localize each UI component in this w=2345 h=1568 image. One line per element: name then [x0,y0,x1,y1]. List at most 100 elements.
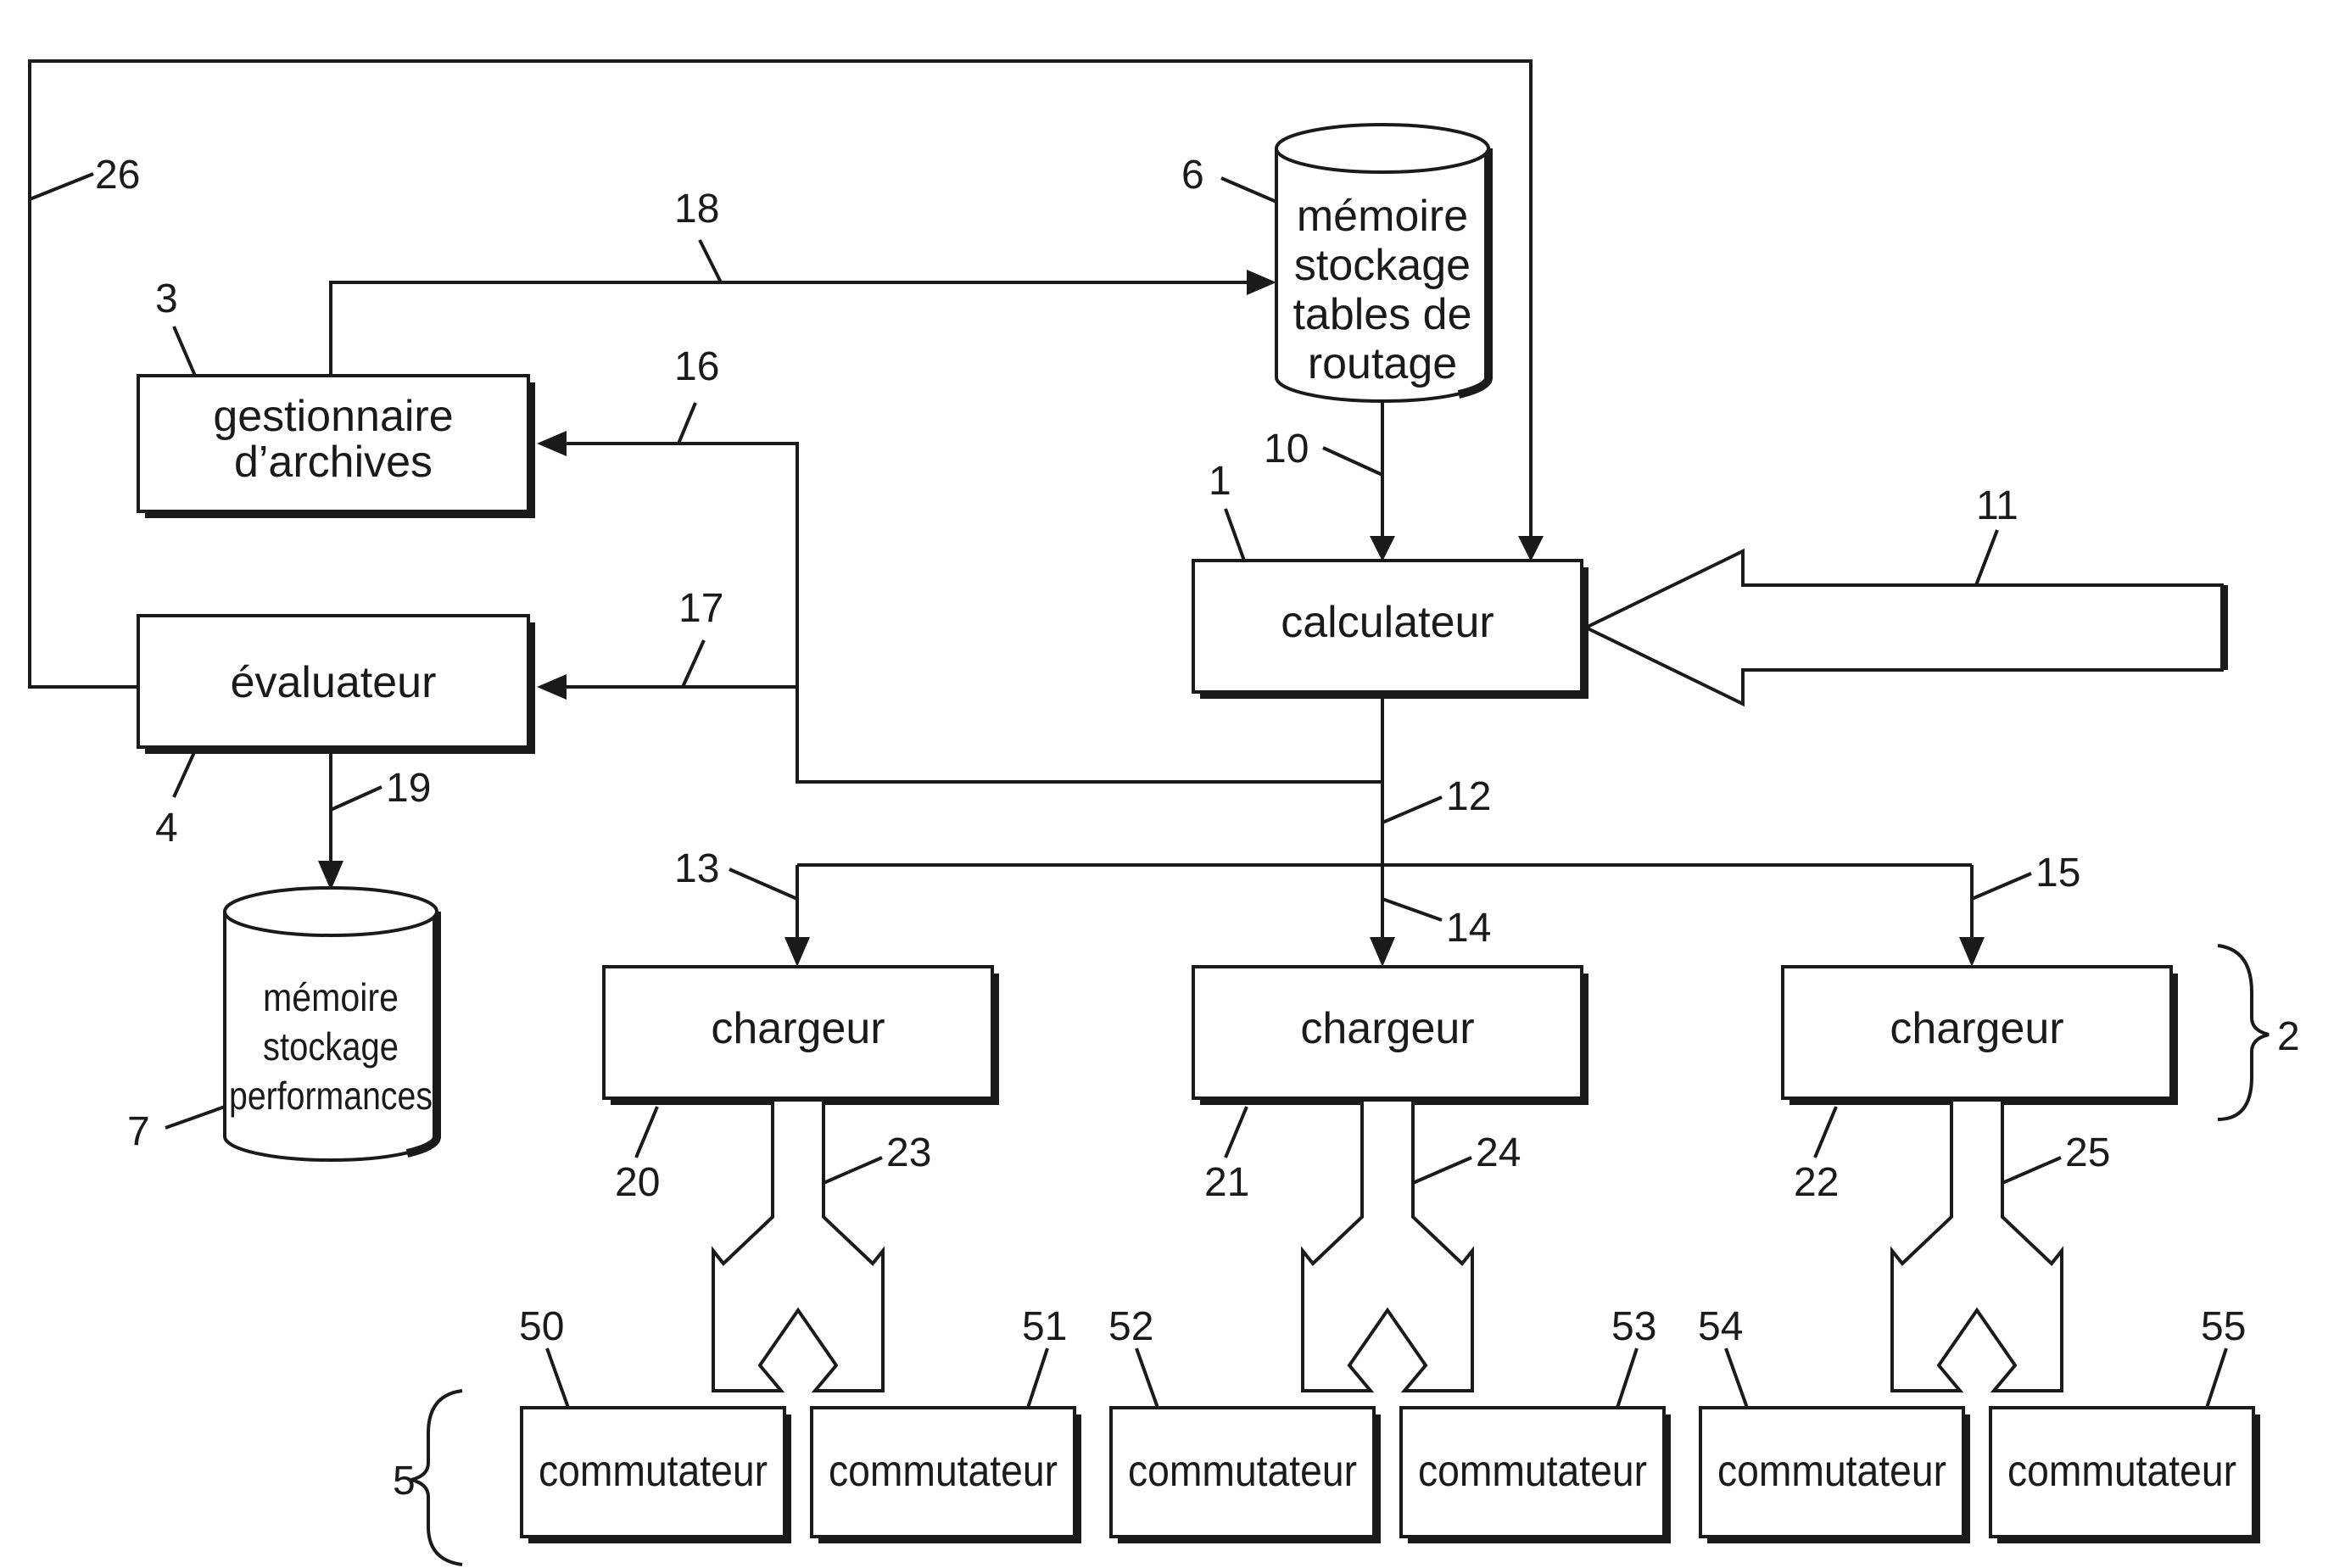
performance-memory-line3: performances [229,1074,433,1118]
arrowhead-10 [1370,536,1395,561]
fork-arrow-24 [1303,1100,1472,1391]
commutateur-51-label: commutateur [829,1447,1058,1496]
ref-26: 26 [95,153,140,198]
leader-55 [2207,1348,2226,1408]
ref-2: 2 [2277,1014,2300,1059]
performance-memory-line1: mémoire [263,975,399,1019]
routing-memory-line4: routage [1308,339,1457,388]
leader-20 [636,1107,657,1158]
leader-11 [1976,530,1997,585]
gestionnaire-label-line1: gestionnaire [213,392,453,441]
commutateur-55-label: commutateur [2007,1447,2236,1496]
commutateur-55: commutateur [1990,1408,2260,1543]
leader-24 [1413,1158,1471,1183]
commutateur-53: commutateur [1401,1408,1671,1543]
arrowhead-14 [1370,937,1395,967]
input-arrow-11 [1586,551,2222,704]
ref-12: 12 [1446,774,1491,819]
ref-10: 10 [1264,427,1309,472]
leader-17 [683,640,704,687]
commutateur-51: commutateur [812,1408,1081,1543]
link-line-18 [331,282,1255,377]
arrowhead-19 [318,861,343,890]
leader-23 [824,1158,882,1183]
leader-22 [1815,1107,1836,1158]
fork-arrow-25 [1892,1100,2062,1391]
arrowhead-16 [537,431,567,456]
leader-53 [1617,1348,1637,1408]
leader-52 [1136,1348,1158,1408]
leader-25 [2002,1158,2061,1183]
routing-memory-line3: tables de [1293,290,1471,339]
leader-3 [174,326,195,376]
fork-arrow-23 [713,1100,883,1391]
ref-15: 15 [2035,851,2080,896]
ref-51: 51 [1022,1304,1067,1349]
ref-54: 54 [1698,1304,1743,1349]
leader-19 [331,787,382,810]
chargeur-20-label: chargeur [711,1004,885,1053]
leader-51 [1028,1348,1047,1408]
ref-20: 20 [615,1160,660,1205]
commutateur-54: commutateur [1700,1408,1970,1543]
leader-54 [1726,1348,1747,1408]
routing-memory-cylinder: mémoire stockage tables de routage [1276,125,1488,401]
leader-16 [678,403,695,444]
chargeur-22-label: chargeur [1890,1004,2063,1053]
ref-17: 17 [678,586,723,631]
leader-26 [30,174,93,199]
leader-12 [1382,797,1442,823]
leader-4 [174,751,195,797]
ref-3: 3 [155,276,178,321]
ref-4: 4 [155,806,178,851]
ref-5: 5 [393,1459,416,1504]
ref-53: 53 [1611,1304,1656,1349]
ref-19: 19 [386,766,431,811]
commutateur-53-label: commutateur [1418,1447,1647,1496]
ref-6: 6 [1181,153,1204,198]
arrowhead-13 [784,937,810,967]
ref-55: 55 [2201,1304,2246,1349]
leader-13 [729,869,797,899]
leader-21 [1226,1107,1247,1158]
ref-18: 18 [674,187,719,232]
ref-50: 50 [519,1304,564,1349]
leader-7 [165,1107,225,1128]
arrowhead-15 [1959,937,1985,967]
ref-1: 1 [1209,459,1231,504]
arrowhead-18 [1247,270,1276,295]
ref-22: 22 [1794,1160,1839,1205]
commutateur-54-label: commutateur [1717,1447,1946,1496]
leader-10 [1323,448,1382,475]
ref-52: 52 [1108,1304,1153,1349]
ref-14: 14 [1446,906,1491,951]
leader-18 [700,240,721,282]
commutateurs-brace [411,1391,462,1565]
leader-1 [1226,509,1244,561]
leader-15 [1972,873,2031,899]
ref-23: 23 [886,1130,931,1175]
calculateur-label: calculateur [1281,598,1494,647]
chargeur-21-label: chargeur [1300,1004,1474,1053]
arrowhead-17 [537,674,567,700]
gestionnaire-label-line2: d’archives [234,438,433,487]
performance-memory-cylinder: mémoire stockage performances [225,888,437,1160]
commutateur-52-label: commutateur [1128,1447,1357,1496]
leader-14 [1382,899,1442,920]
ref-13: 13 [674,846,719,891]
ref-11: 11 [1976,483,2018,528]
routing-memory-line1: mémoire [1297,192,1468,241]
chargeurs-brace [2218,946,2269,1119]
feedback-arrowhead [1518,536,1544,561]
evaluateur-label: évaluateur [231,658,437,707]
commutateur-52: commutateur [1111,1408,1381,1543]
ref-7: 7 [127,1109,150,1154]
ref-21: 21 [1204,1160,1249,1205]
ref-16: 16 [674,344,719,389]
performance-memory-line2: stockage [263,1024,399,1069]
leader-6 [1221,178,1276,202]
commutateur-50-label: commutateur [539,1447,768,1496]
ref-24: 24 [1476,1130,1521,1175]
ref-25: 25 [2065,1130,2110,1175]
